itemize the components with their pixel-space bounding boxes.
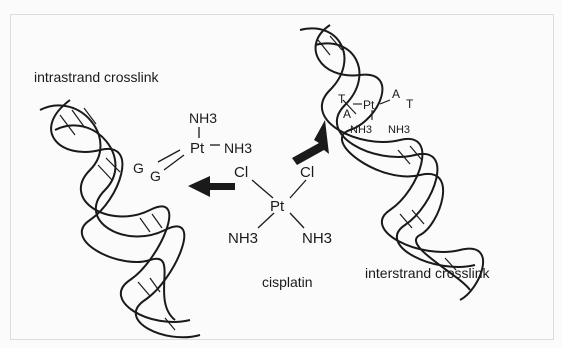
interstrand-label: interstrand crosslink <box>365 265 490 281</box>
intrastrand-base-g2: G <box>150 168 161 184</box>
intrastrand-adduct: NH3 Pt NH3 G G <box>133 110 252 184</box>
cisplatin-pt: Pt <box>270 198 285 215</box>
interstrand-t-left: T <box>338 92 346 106</box>
helix-right-strand-b <box>314 42 476 268</box>
dna-helix-right <box>299 24 484 301</box>
intrastrand-base-g1: G <box>133 160 144 176</box>
cisplatin-nh3-right: NH3 <box>302 230 332 247</box>
helix-left-rungs <box>59 107 176 331</box>
interstrand-t-right: T <box>406 97 414 111</box>
intrastrand-nh3-top: NH3 <box>189 110 217 126</box>
arrow-to-intrastrand <box>188 176 235 197</box>
dna-helix-left <box>39 99 201 339</box>
interstrand-pt: Pt <box>363 98 375 112</box>
helix-left-strand-a <box>39 104 191 323</box>
figure-frame <box>10 14 554 340</box>
interstrand-nh3-right: NH3 <box>388 124 410 136</box>
helix-right-strand-c <box>314 24 471 291</box>
interstrand-bonds <box>353 99 391 120</box>
helix-left-strand-b <box>54 124 201 339</box>
cisplatin-molecule: Cl Cl Pt NH3 NH3 <box>228 164 332 247</box>
arrow-to-interstrand <box>292 120 329 165</box>
interstrand-adduct: T A Pt A T NH3 NH3 <box>338 87 414 136</box>
intrastrand-pt: Pt <box>190 140 205 157</box>
cisplatin-cl-right: Cl <box>300 164 314 181</box>
helix-left-strand-c <box>50 99 176 321</box>
cisplatin-cl-left: Cl <box>234 164 248 181</box>
intrastrand-label: intrastrand crosslink <box>34 69 159 85</box>
intrastrand-nh3-right: NH3 <box>224 140 252 156</box>
intrastrand-bonds <box>157 127 220 171</box>
helix-right-rungs <box>317 35 457 271</box>
interstrand-nh3-left: NH3 <box>350 124 372 136</box>
interstrand-a-right: A <box>392 87 400 101</box>
cisplatin-label: cisplatin <box>262 274 313 290</box>
interstrand-a-left: A <box>343 107 351 121</box>
cisplatin-bonds <box>251 179 307 229</box>
cisplatin-nh3-left: NH3 <box>228 230 258 247</box>
